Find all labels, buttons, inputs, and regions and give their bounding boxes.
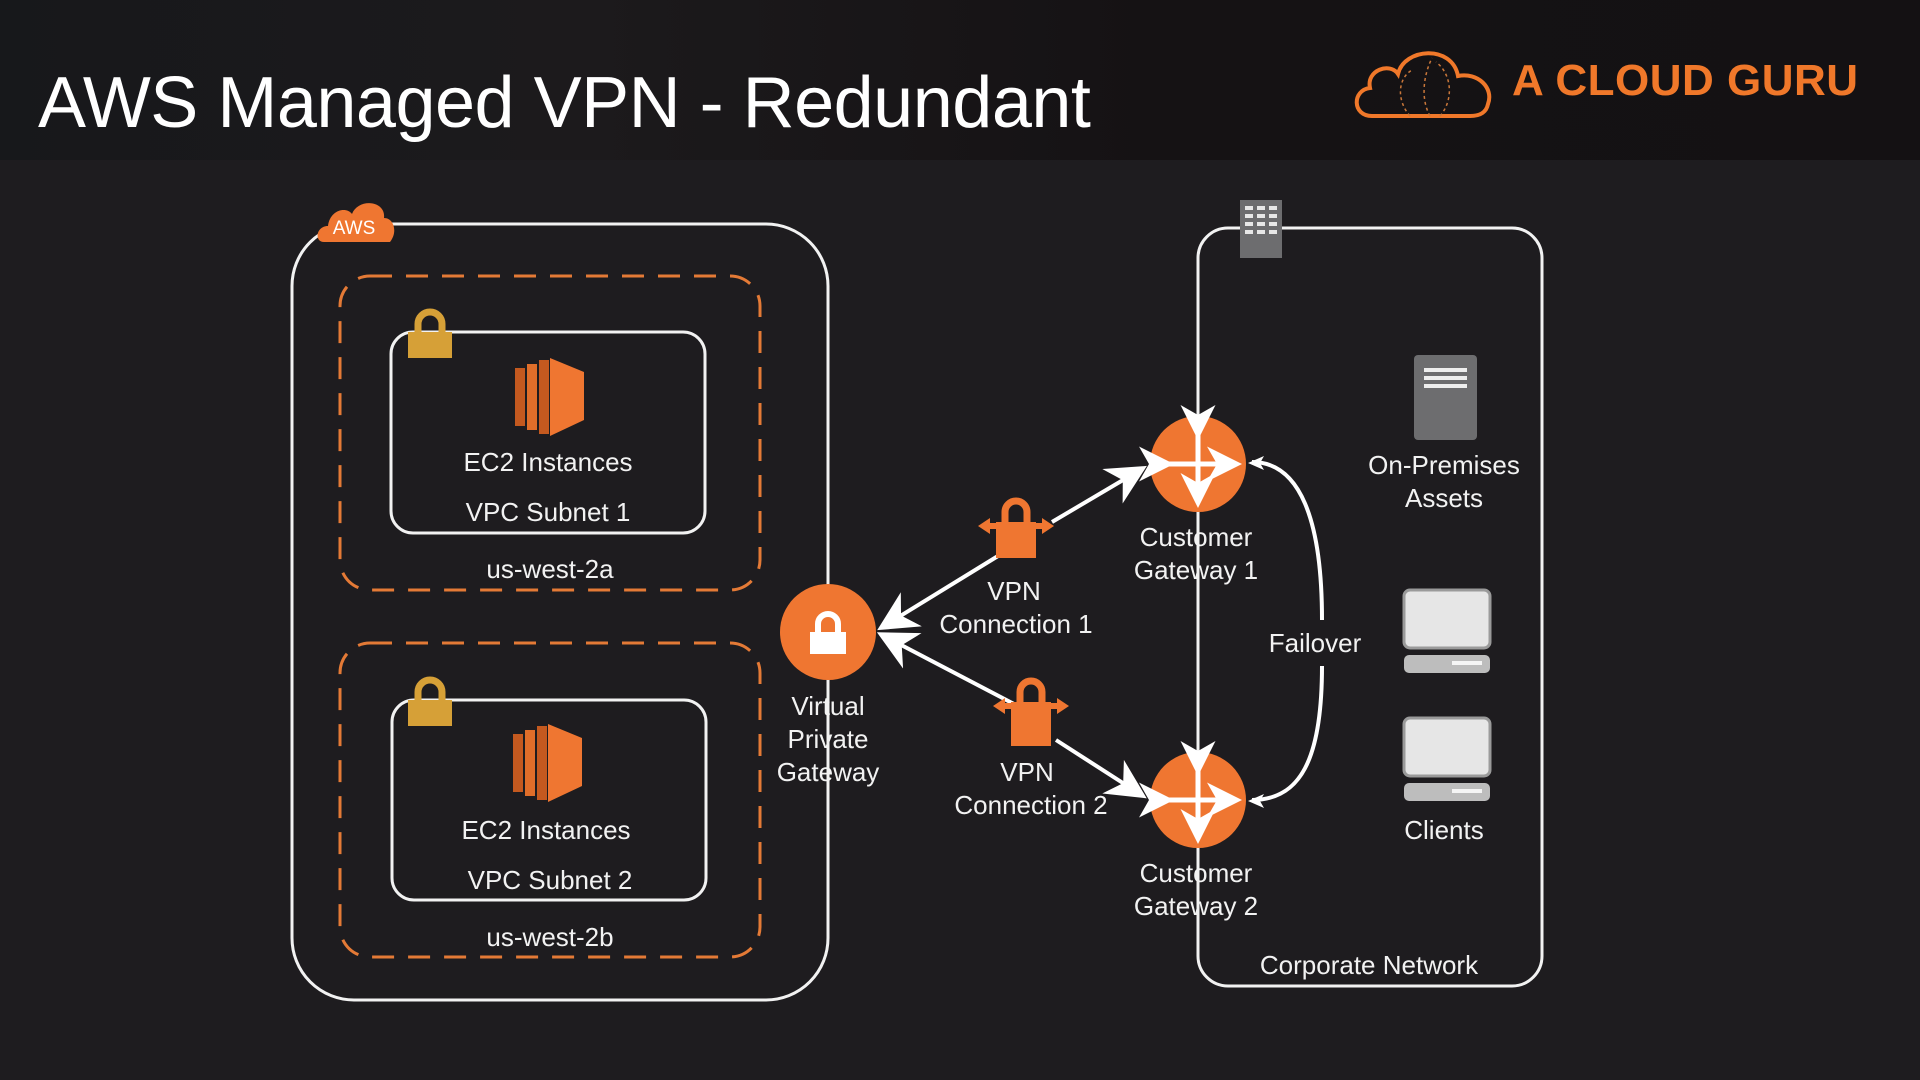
vpn-1-link-to-cgw-1 — [1050, 465, 1147, 524]
on-premises-label-line-1: On-Premises — [1368, 450, 1520, 480]
cgw-2-label-line-1: Customer — [1139, 858, 1253, 888]
vpn-1-label-line-2: Connection 1 — [939, 609, 1093, 639]
failover-arrowhead — [1248, 456, 1264, 470]
customer-gateway-2-icon — [1139, 741, 1246, 848]
clients-label: Clients — [1404, 815, 1484, 845]
brand-name: A CLOUD GURU — [1512, 56, 1859, 105]
vpc-subnet-1-box — [389, 330, 707, 535]
client-computer-icon — [1402, 588, 1492, 673]
vpn-1-label-line-1: VPN — [987, 576, 1041, 606]
on-premises-server-icon — [1414, 355, 1477, 440]
corporate-building-icon — [1240, 200, 1282, 258]
vpn-1-link-to-vgw — [877, 554, 1000, 631]
subnet-lock-icon — [408, 308, 452, 358]
header-band — [0, 0, 1920, 160]
cgw-1-label-line-2: Gateway 1 — [1133, 555, 1259, 585]
ec2-instances-icon — [513, 724, 582, 802]
aws-badge-label: AWS — [332, 218, 376, 239]
vpn-2-label-line-2: Connection 2 — [954, 790, 1108, 820]
virtual-private-gateway-icon — [780, 584, 876, 680]
failover-arrowhead — [1248, 794, 1264, 808]
slide-title: AWS Managed VPN - Redundant — [38, 63, 1091, 143]
vpn-connection-1-icon — [978, 497, 1054, 558]
failover-label: Failover — [1266, 627, 1364, 660]
vpn-2-link-to-cgw-2 — [1054, 738, 1147, 799]
subnet-lock-icon — [408, 676, 452, 726]
vpc-subnet-2-box — [390, 698, 708, 902]
corporate-network-label: Corporate Network — [1259, 950, 1479, 980]
ec2-instances-label: EC2 Instances — [461, 815, 631, 845]
vgw-label-line-1: Virtual — [791, 691, 865, 721]
vgw-label-line-3: Gateway — [776, 757, 880, 787]
vgw-label-line-2: Private — [787, 724, 869, 754]
vpc-subnet-1-label: VPC Subnet 1 — [465, 497, 631, 527]
vpn-2-label-line-1: VPN — [1000, 757, 1054, 787]
failover-arrow — [1251, 460, 1324, 802]
vpc-subnet-2-label: VPC Subnet 2 — [467, 865, 633, 895]
on-premises-label-line-2: Assets — [1404, 483, 1484, 513]
cgw-2-label-line-2: Gateway 2 — [1133, 891, 1259, 921]
corporate-network-boundary — [1196, 226, 1544, 988]
vpn-2-link-to-vgw — [876, 632, 1015, 706]
customer-gateway-1-icon — [1139, 405, 1246, 512]
vpn-connection-2-icon — [993, 677, 1069, 746]
ec2-instances-icon — [515, 358, 584, 436]
a-cloud-guru-logo-icon — [1354, 51, 1492, 118]
availability-zone-1 — [338, 274, 762, 592]
cgw-1-label-line-1: Customer — [1139, 522, 1253, 552]
az-2-label: us-west-2b — [486, 922, 614, 952]
az-1-label: us-west-2a — [486, 554, 614, 584]
ec2-instances-label: EC2 Instances — [463, 447, 633, 477]
client-computer-icon — [1402, 716, 1492, 801]
availability-zone-2 — [338, 641, 762, 959]
aws-cloud-icon — [317, 203, 395, 242]
